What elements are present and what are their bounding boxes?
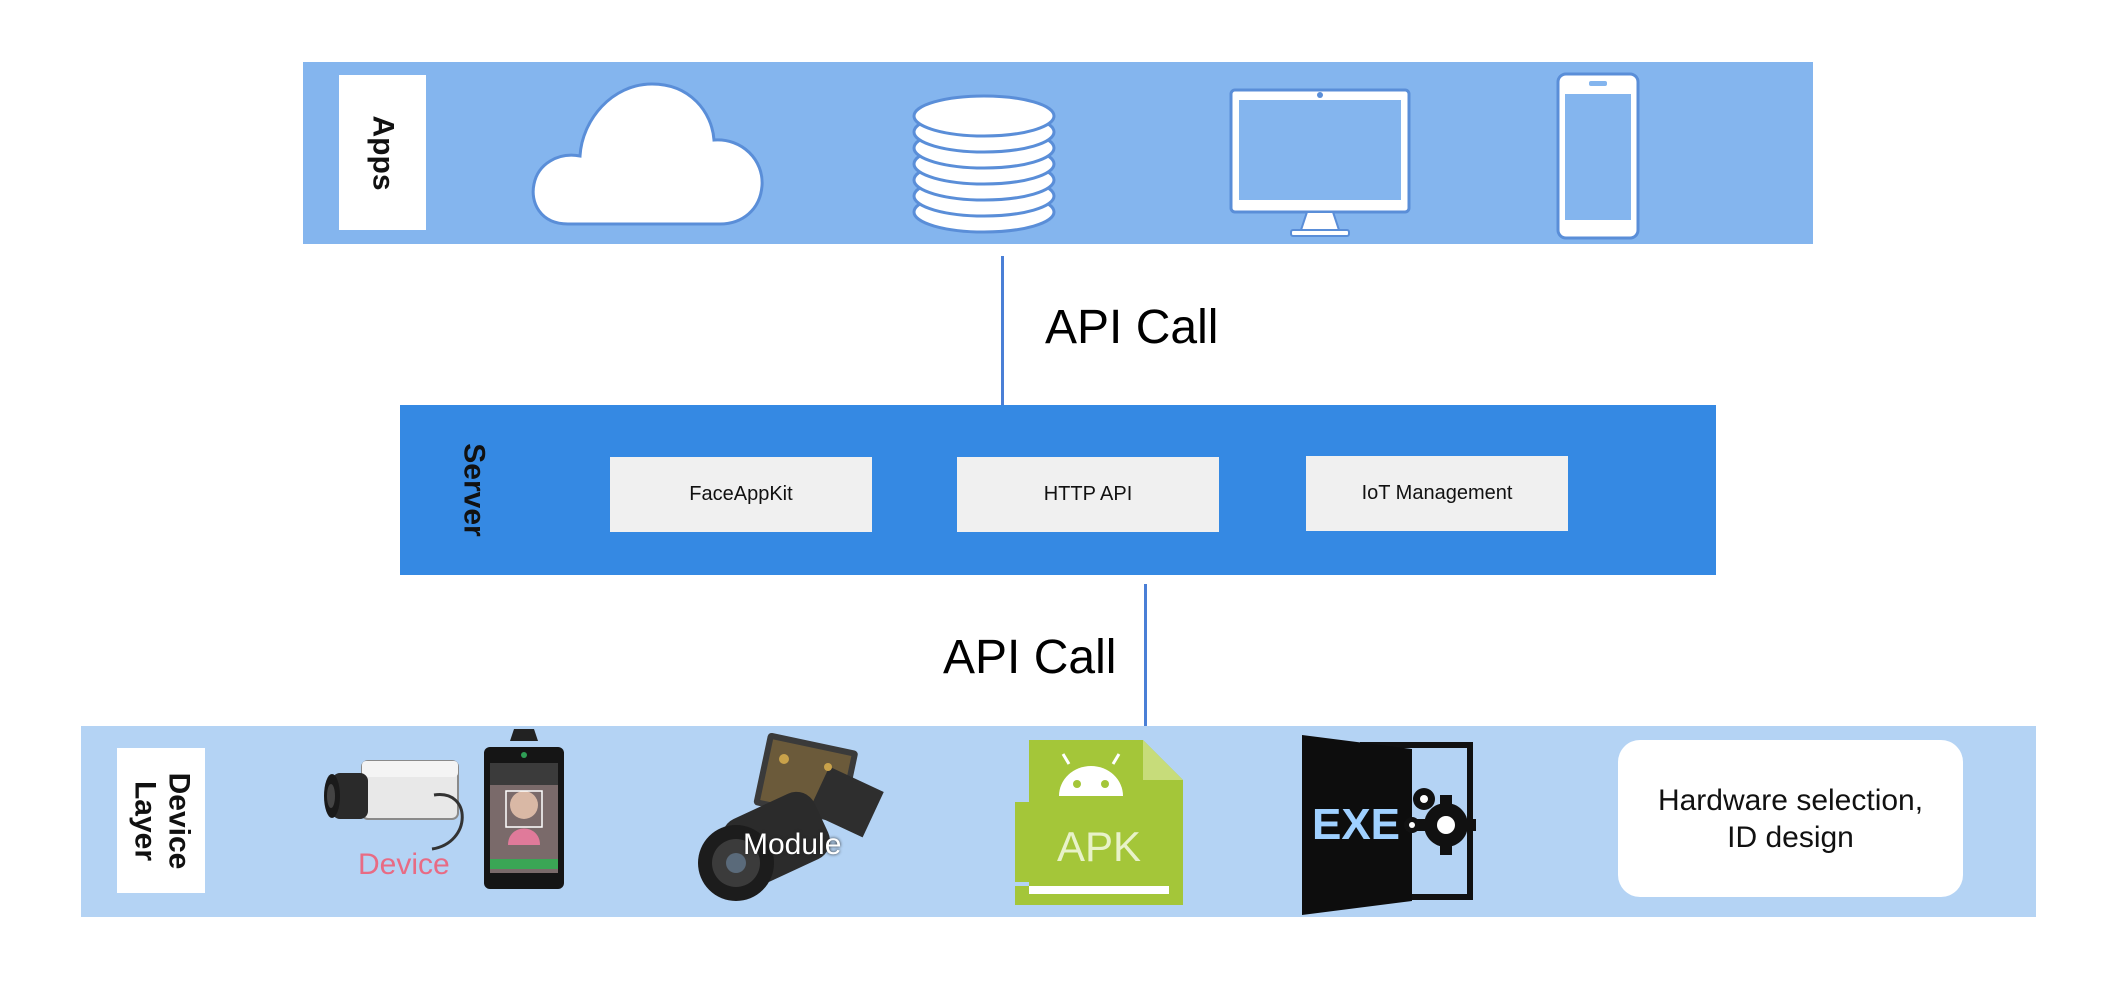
camera-module-image bbox=[698, 732, 884, 901]
device-label-text: Device Layer bbox=[128, 772, 195, 869]
server-layer-label: Server bbox=[444, 425, 504, 555]
api-call-label-top: API Call bbox=[1045, 301, 1219, 354]
exe-icon: EXE bbox=[1302, 735, 1476, 915]
apps-label-text: Apps bbox=[366, 115, 400, 190]
connector-server-device bbox=[1144, 584, 1147, 738]
exe-text: EXE bbox=[1312, 800, 1400, 849]
http-api-box: HTTP API bbox=[957, 457, 1219, 532]
database-icon bbox=[912, 94, 1056, 234]
monitor-icon bbox=[1229, 88, 1411, 237]
module-caption: Module bbox=[743, 828, 842, 861]
smartphone-icon bbox=[1556, 72, 1640, 240]
apps-layer-label: Apps bbox=[339, 75, 426, 230]
device-caption: Device bbox=[358, 848, 450, 881]
server-label-text: Server bbox=[458, 443, 492, 537]
server-layer: Server FaceAppKit HTTP API IoT Managemen… bbox=[400, 405, 1716, 575]
connector-apps-server bbox=[1001, 256, 1004, 407]
faceappkit-box: FaceAppKit bbox=[610, 457, 872, 532]
face-terminal-image bbox=[484, 729, 564, 889]
box-camera-image bbox=[324, 760, 464, 851]
apk-text: APK bbox=[1057, 823, 1141, 870]
api-call-label-bottom: API Call bbox=[943, 631, 1117, 684]
device-layer-label: Device Layer bbox=[117, 748, 205, 893]
hardware-selection-box: Hardware selection, ID design bbox=[1618, 740, 1963, 897]
iot-management-box: IoT Management bbox=[1306, 456, 1568, 531]
apk-icon: APK bbox=[1015, 740, 1183, 905]
cloud-icon bbox=[531, 82, 764, 226]
